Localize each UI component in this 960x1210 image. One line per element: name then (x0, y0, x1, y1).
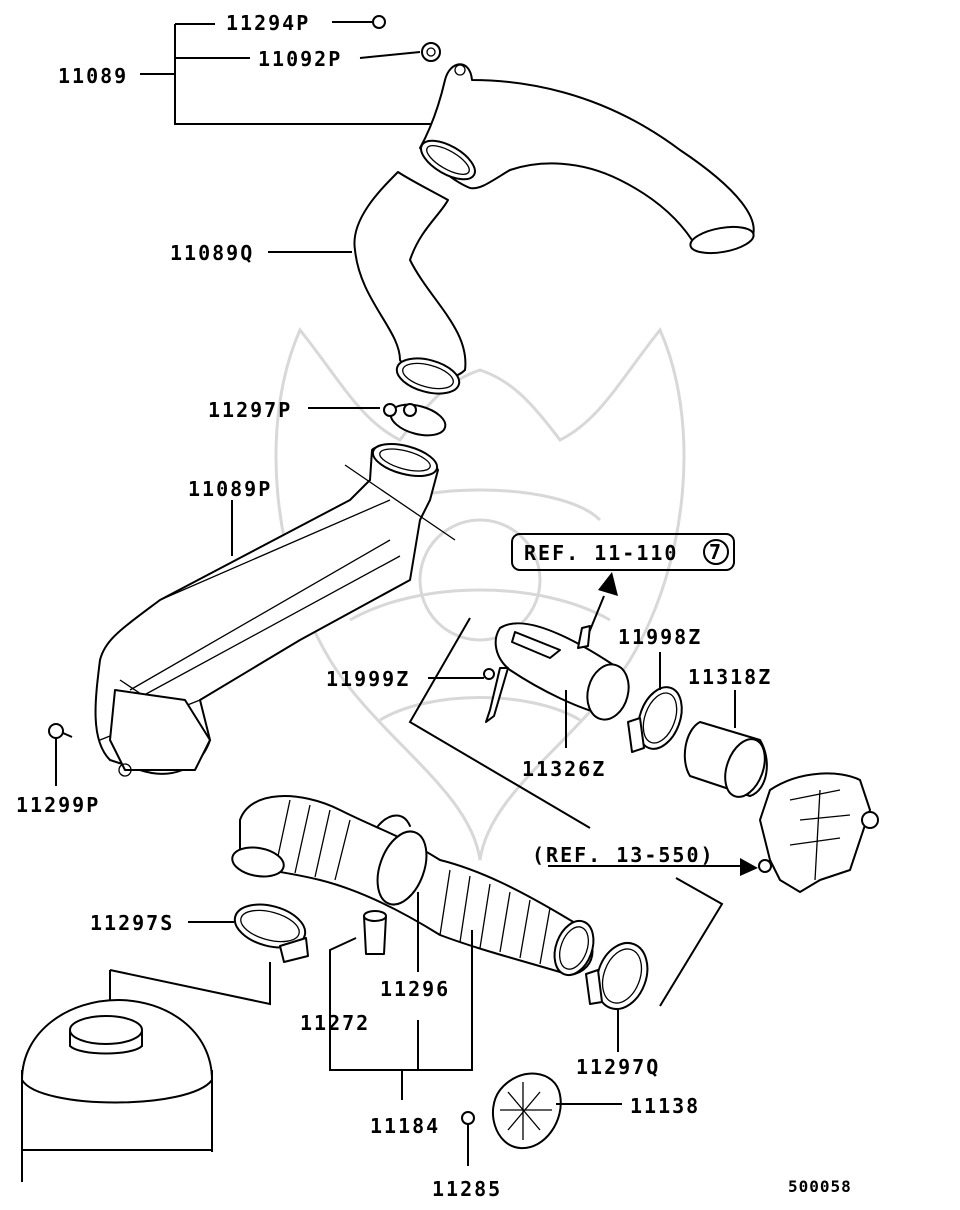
hose-11089Q: 11089Q (170, 171, 467, 395)
clamp-11297S: 11297S (90, 903, 309, 963)
reference-13-550-text: (REF. 13-550) (532, 843, 715, 867)
label-11138: 11138 (630, 1094, 700, 1118)
label-11299P: 11299P (16, 793, 100, 817)
label-11089Q: 11089Q (170, 241, 254, 265)
reference-circle (703, 539, 729, 565)
label-11089: 11089 (58, 64, 128, 88)
label-11285: 11285 (432, 1177, 502, 1201)
label-11297Q: 11297Q (576, 1055, 660, 1079)
label-11326Z: 11326Z (522, 757, 606, 781)
label-11297S: 11297S (90, 911, 174, 935)
group-11089: 11294P 11092P 11089 (58, 11, 441, 125)
reference-circle-number: 7 (709, 540, 723, 564)
label-11294P: 11294P (226, 11, 310, 35)
nipple-11272: 11272 11184 (300, 910, 473, 1138)
screw-11299P: 11299P (16, 723, 100, 817)
label-11297P: 11297P (208, 398, 292, 422)
label-11089P: 11089P (188, 477, 272, 501)
nut-11092P (421, 42, 441, 62)
assembly-11326Z: 11999Z 11326Z (326, 617, 630, 829)
reference-box (511, 533, 735, 571)
label-11318Z: 11318Z (688, 665, 772, 689)
arrow-right-icon (740, 858, 758, 876)
figure-code: 500058 (788, 1177, 852, 1196)
screw-11285: 11285 (432, 1111, 502, 1201)
duct-11089P: 11089P (94, 443, 456, 777)
reference-11-110: REF. 11-110 7 (511, 533, 735, 641)
gasket-11138: 11138 (491, 1072, 700, 1150)
throttle-body: (REF. 13-550) (532, 772, 879, 1007)
reference-11-110-text: REF. 11-110 (524, 541, 678, 565)
label-11999Z: 11999Z (326, 667, 410, 691)
label-11184: 11184 (370, 1114, 440, 1138)
upper-intake-duct (419, 63, 755, 255)
sleeve-11318Z: 11318Z (683, 665, 772, 798)
arrow-up-icon (598, 572, 618, 596)
label-11272: 11272 (300, 1011, 370, 1035)
air-cleaner-case (21, 962, 271, 1182)
band-11296: 11296 (376, 830, 450, 1001)
label-11296: 11296 (380, 977, 450, 1001)
label-11998Z: 11998Z (618, 625, 702, 649)
clamp-11297Q: 11297Q (576, 942, 660, 1079)
clamp-11998Z: 11998Z (618, 625, 702, 753)
bolt-11294P (372, 15, 386, 29)
label-11092P: 11092P (258, 47, 342, 71)
clamp-11297P: 11297P (208, 398, 447, 437)
